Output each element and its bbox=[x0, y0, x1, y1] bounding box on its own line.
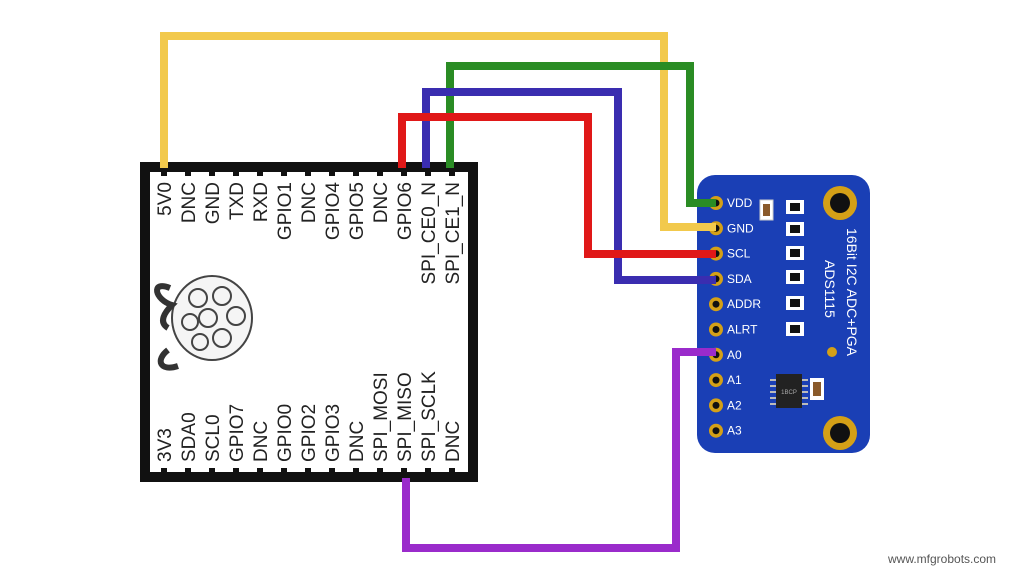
adc-pin-label: A0 bbox=[727, 348, 742, 362]
adc-pin-hole bbox=[712, 401, 720, 409]
rpi-top-pin-label: DNC bbox=[179, 182, 200, 223]
rpi-top-pin-label: TXD bbox=[227, 182, 248, 220]
rpi-top-pin-tick bbox=[209, 162, 215, 176]
adc-pin-label: GND bbox=[727, 221, 754, 235]
wire-spi-miso-to-a0 bbox=[402, 348, 716, 552]
wires bbox=[160, 32, 716, 552]
rpi-top-pin-label: RXD bbox=[251, 182, 272, 222]
rpi-bottom-pin-tick bbox=[377, 468, 383, 482]
adc-pin-label: A1 bbox=[727, 373, 742, 387]
rpi-top-pin-label: DNC bbox=[299, 182, 320, 223]
rpi-bottom-pin-tick bbox=[209, 468, 215, 482]
adc-silk-title: 16Bit I2C ADC+PGA bbox=[844, 228, 860, 357]
rpi-bottom-pin-label: DNC bbox=[251, 421, 272, 462]
rpi-bottom-pin-label: GPIO2 bbox=[299, 404, 320, 462]
raspberry-pi-icon bbox=[154, 275, 253, 371]
rpi-bottom-pin-label: SPI_MISO bbox=[395, 372, 416, 462]
rpi-top-pin-tick bbox=[425, 162, 431, 176]
rpi-top-pin-tick bbox=[305, 162, 311, 176]
rpi-bottom-pin-tick bbox=[281, 468, 287, 482]
rpi-bottom-pin-label: 3V3 bbox=[155, 428, 176, 462]
watermark: www.mfgrobots.com bbox=[888, 552, 997, 566]
rpi-bottom-pin-tick bbox=[401, 468, 407, 482]
rpi-top-pin-tick bbox=[329, 162, 335, 176]
rpi-top-pin-label: GPIO1 bbox=[275, 182, 296, 240]
rpi-top-pin-tick bbox=[161, 162, 167, 176]
rpi-top-pin-tick bbox=[257, 162, 263, 176]
rpi-top-pin-tick bbox=[233, 162, 239, 176]
rpi-top-pin-tick bbox=[401, 162, 407, 176]
rpi-bottom-pin-tick bbox=[257, 468, 263, 482]
rpi-bottom-pin-tick bbox=[449, 468, 455, 482]
smd-components bbox=[759, 199, 837, 400]
rpi-top-pin-tick bbox=[449, 162, 455, 176]
adc-silk-part: ADS1115 bbox=[822, 260, 838, 318]
rpi-top-pin-label: SPI_CE0_N bbox=[419, 182, 440, 284]
rpi-top-pin-ticks bbox=[161, 162, 455, 176]
adc-pin-label: ADDR bbox=[727, 297, 761, 311]
rpi-bottom-pin-label: SCL0 bbox=[203, 414, 224, 462]
adc-pin-hole bbox=[712, 326, 720, 333]
rpi-bottom-pin-tick bbox=[233, 468, 239, 482]
rpi-bottom-pin-label: DNC bbox=[347, 421, 368, 462]
rpi-top-pin-label: SPI_CE1_N bbox=[443, 182, 464, 284]
rpi-bottom-pin-label: GPIO7 bbox=[227, 404, 248, 462]
adc-pin-label: VDD bbox=[727, 196, 753, 210]
rpi-top-pin-label: GPIO4 bbox=[323, 182, 344, 241]
wire-gpio6-to-scl bbox=[398, 113, 716, 258]
rpi-bottom-pin-label: SPI_SCLK bbox=[419, 371, 440, 462]
rpi-top-pin-tick bbox=[377, 162, 383, 176]
adc-pin-label: A3 bbox=[727, 424, 742, 438]
rpi-top-pin-label: GPIO5 bbox=[347, 182, 368, 240]
adc-pin-hole bbox=[712, 427, 720, 435]
rpi-top-pin-label: GPIO6 bbox=[395, 182, 416, 240]
adc-pin-label: SCL bbox=[727, 247, 751, 261]
rpi-bottom-pin-tick bbox=[329, 468, 335, 482]
rpi-top-pin-tick bbox=[281, 162, 287, 176]
rpi-top-pin-label: DNC bbox=[371, 182, 392, 223]
adc-board-body bbox=[697, 175, 870, 453]
rpi-bottom-pin-tick bbox=[425, 468, 431, 482]
wire-5v0-to-gnd bbox=[160, 32, 716, 231]
rpi-top-pin-label: 5V0 bbox=[155, 182, 176, 216]
chip-marking: 1BCP bbox=[781, 390, 797, 396]
adc-pin-hole bbox=[712, 300, 720, 308]
rpi-bottom-pin-label: SPI_MOSI bbox=[371, 372, 392, 462]
adc-pin-label: SDA bbox=[727, 272, 752, 286]
rpi-bottom-pin-tick bbox=[161, 468, 167, 482]
rpi-bottom-pin-label: GPIO3 bbox=[323, 404, 344, 462]
wire-spi-ce1-to-vdd bbox=[446, 62, 716, 207]
adc-pin-hole bbox=[712, 376, 720, 384]
rpi-top-pin-label: GND bbox=[203, 182, 224, 224]
adc-pin-label: A2 bbox=[727, 398, 742, 412]
ads1115-chip: 1BCP bbox=[770, 374, 808, 408]
rpi-bottom-pin-label: SDA0 bbox=[179, 412, 200, 462]
rpi-bottom-pin-ticks bbox=[161, 468, 455, 482]
rpi-top-pin-tick bbox=[185, 162, 191, 176]
rpi-bottom-pin-tick bbox=[353, 468, 359, 482]
rpi-bottom-pin-tick bbox=[305, 468, 311, 482]
adc-pin-label: ALRT bbox=[727, 323, 758, 337]
rpi-top-pin-tick bbox=[353, 162, 359, 176]
rpi-bottom-pin-label: DNC bbox=[443, 421, 464, 462]
rpi-bottom-pin-tick bbox=[185, 468, 191, 482]
rpi-bottom-pin-label: GPIO0 bbox=[275, 404, 296, 462]
